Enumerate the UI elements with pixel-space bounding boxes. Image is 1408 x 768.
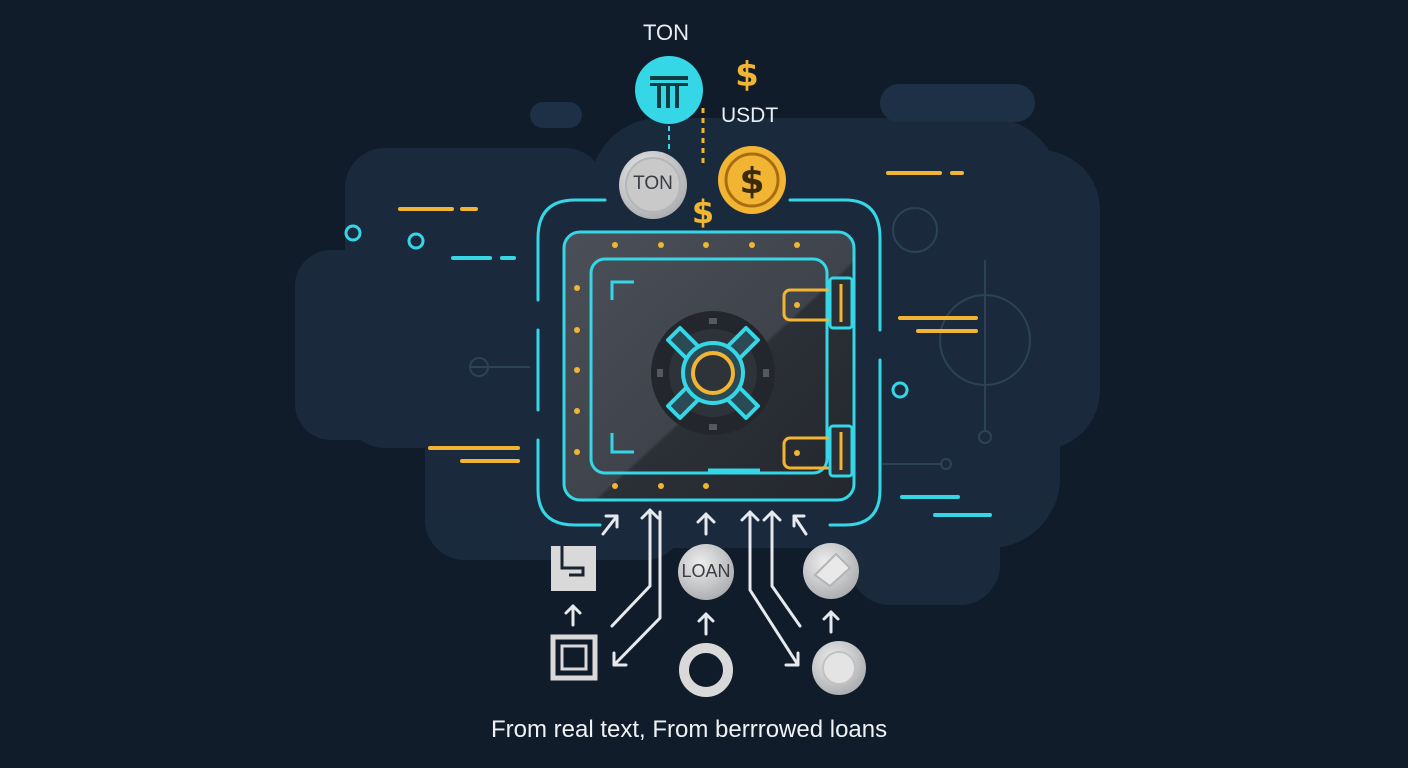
vault-hinge bbox=[782, 424, 854, 478]
background-circuit bbox=[469, 207, 1031, 470]
dollar-sign-icon: $ bbox=[692, 193, 714, 231]
dollar-coin-icon: $ bbox=[718, 146, 786, 214]
document-icon bbox=[551, 546, 596, 591]
vault-outer-frame bbox=[536, 198, 882, 527]
usdt-label: USDT bbox=[721, 104, 779, 127]
vault-hinge bbox=[782, 276, 854, 330]
ton-token-icon bbox=[635, 56, 703, 124]
diagram-caption: From real text, From berrrowed loans bbox=[491, 716, 888, 743]
square-icon bbox=[550, 634, 598, 681]
vault-dial-icon bbox=[651, 311, 775, 435]
accent-nodes bbox=[344, 224, 909, 399]
svg-text:$: $ bbox=[739, 161, 764, 202]
loan-coin-label: LOAN bbox=[681, 561, 731, 581]
loan-coin-icon bbox=[678, 544, 734, 600]
ton-token-label: TON bbox=[643, 20, 690, 45]
tilted-coin-icon bbox=[803, 543, 859, 599]
inflow-arrows bbox=[564, 508, 840, 667]
accent-dashes bbox=[398, 171, 992, 517]
dollar-sign-icon: $ bbox=[735, 55, 759, 95]
ton-coin-label: TON bbox=[633, 173, 673, 194]
ring-icon bbox=[679, 643, 733, 697]
ton-silver-coin-icon bbox=[619, 151, 687, 219]
silver-coin-icon bbox=[812, 641, 866, 695]
